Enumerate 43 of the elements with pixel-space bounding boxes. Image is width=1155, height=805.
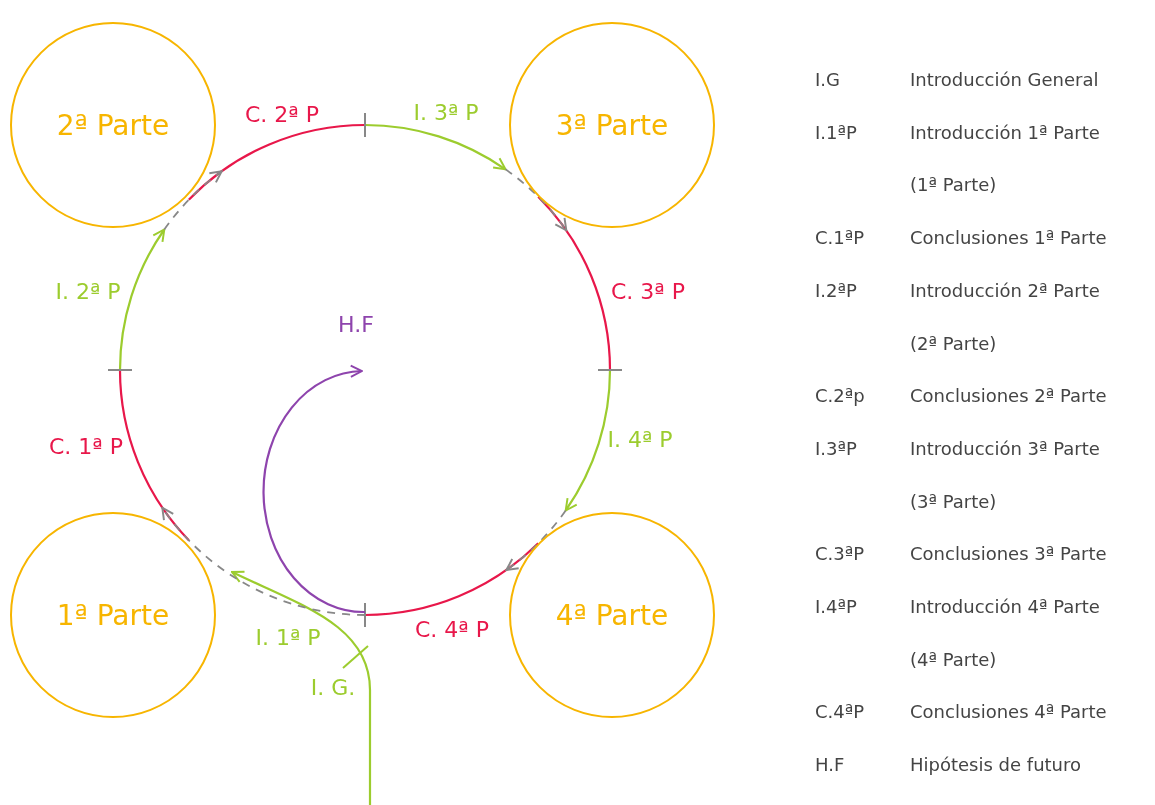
description-text: Introducción 4ª Parte	[910, 597, 1100, 617]
description-text: (4ª Parte)	[910, 649, 997, 670]
description-text: (1ª Parte)	[910, 175, 997, 196]
description-text: Introducción General	[910, 70, 1099, 90]
description-text: Introducción 2ª Parte	[910, 280, 1100, 301]
arc-label: C. 2ª P	[245, 104, 319, 126]
description-text: Conclusiones 2ª Parte	[910, 386, 1107, 407]
abbreviation-text: I.3ªP	[815, 439, 857, 459]
abbreviation-text: C.1ªP	[815, 228, 865, 248]
arc-label: C. 1ª P	[49, 436, 123, 458]
arc-label: I. 1ª P	[255, 627, 321, 649]
abbreviation-text: C.2ªp	[815, 386, 865, 407]
description-text: Conclusiones 4ª Parte	[910, 702, 1107, 723]
description-text: (3ª Parte)	[910, 491, 997, 512]
abbreviation-text: H.F	[815, 755, 845, 775]
part-circle: 4ª Parte	[509, 512, 715, 718]
arc-label: I. 2ª P	[55, 281, 121, 303]
arc-label: I. 4ª P	[607, 429, 673, 451]
arrow	[161, 506, 366, 616]
arrow	[504, 168, 568, 232]
description-text: (2ª Parte)	[910, 333, 997, 354]
abbreviation-text: I.4ªP	[815, 597, 857, 617]
abbreviation-text: I.G	[815, 70, 840, 90]
description-text: Introducción 1ª Parte	[910, 122, 1100, 143]
description-text: Introducción 3ª Parte	[910, 439, 1100, 459]
abbreviation-text: C.4ªP	[815, 702, 865, 723]
arrow	[163, 170, 223, 231]
arc-label: C. 4ª P	[415, 619, 489, 641]
arrow	[262, 365, 366, 614]
abbreviation-text: I.1ªP	[815, 122, 857, 143]
part-circle: 2ª Parte	[10, 22, 216, 228]
arc-label: C. 3ª P	[611, 281, 685, 303]
part-circle: 1ª Parte	[10, 512, 216, 718]
abbreviation-text: I.2ªP	[815, 280, 857, 301]
node-label: H.F	[338, 312, 374, 337]
abbreviation-text: C.3ªP	[815, 544, 865, 565]
part-circle: 3ª Parte	[509, 22, 715, 228]
description-text: Hipótesis de futuro	[910, 755, 1082, 775]
arc-label: I. G.	[310, 677, 356, 699]
description-text: Conclusiones 3ª Parte	[910, 544, 1107, 565]
description-text: Conclusiones 1ª Parte	[910, 228, 1107, 248]
arc-label: I. 3ª P	[413, 102, 479, 124]
arrow	[505, 509, 567, 572]
